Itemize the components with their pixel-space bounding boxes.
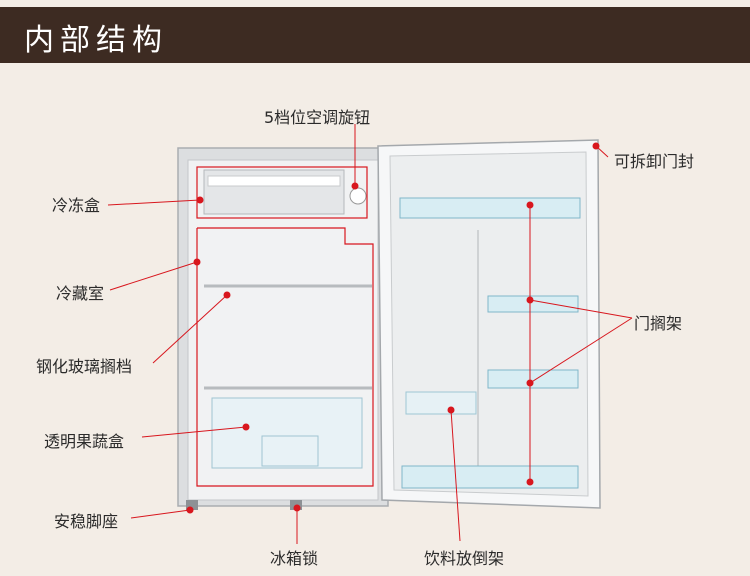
label-glass-shelf: 钢化玻璃搁档 bbox=[36, 357, 133, 376]
label-knob: 5档位空调旋钮 bbox=[264, 108, 371, 127]
callout-lines bbox=[107, 124, 633, 544]
knob-icon bbox=[349, 187, 367, 205]
label-freezer-box: 冷冻盒 bbox=[52, 196, 101, 215]
label-fridge-compartment: 冷藏室 bbox=[56, 284, 105, 303]
header-bar: 内部结构 bbox=[0, 7, 750, 63]
label-crisper: 透明果蔬盒 bbox=[44, 432, 125, 451]
label-door-seal: 可拆卸门封 bbox=[614, 152, 695, 171]
label-lock: 冰箱锁 bbox=[270, 549, 319, 568]
label-feet: 安稳脚座 bbox=[54, 512, 119, 531]
label-bottle-rack: 饮料放倒架 bbox=[424, 549, 505, 568]
highlight-boxes bbox=[196, 166, 374, 487]
label-door-shelf: 门搁架 bbox=[634, 314, 683, 333]
fridge-body bbox=[177, 147, 389, 510]
page-title: 内部结构 bbox=[24, 23, 168, 58]
callout-dots bbox=[186, 142, 600, 514]
fridge-door bbox=[377, 139, 601, 509]
